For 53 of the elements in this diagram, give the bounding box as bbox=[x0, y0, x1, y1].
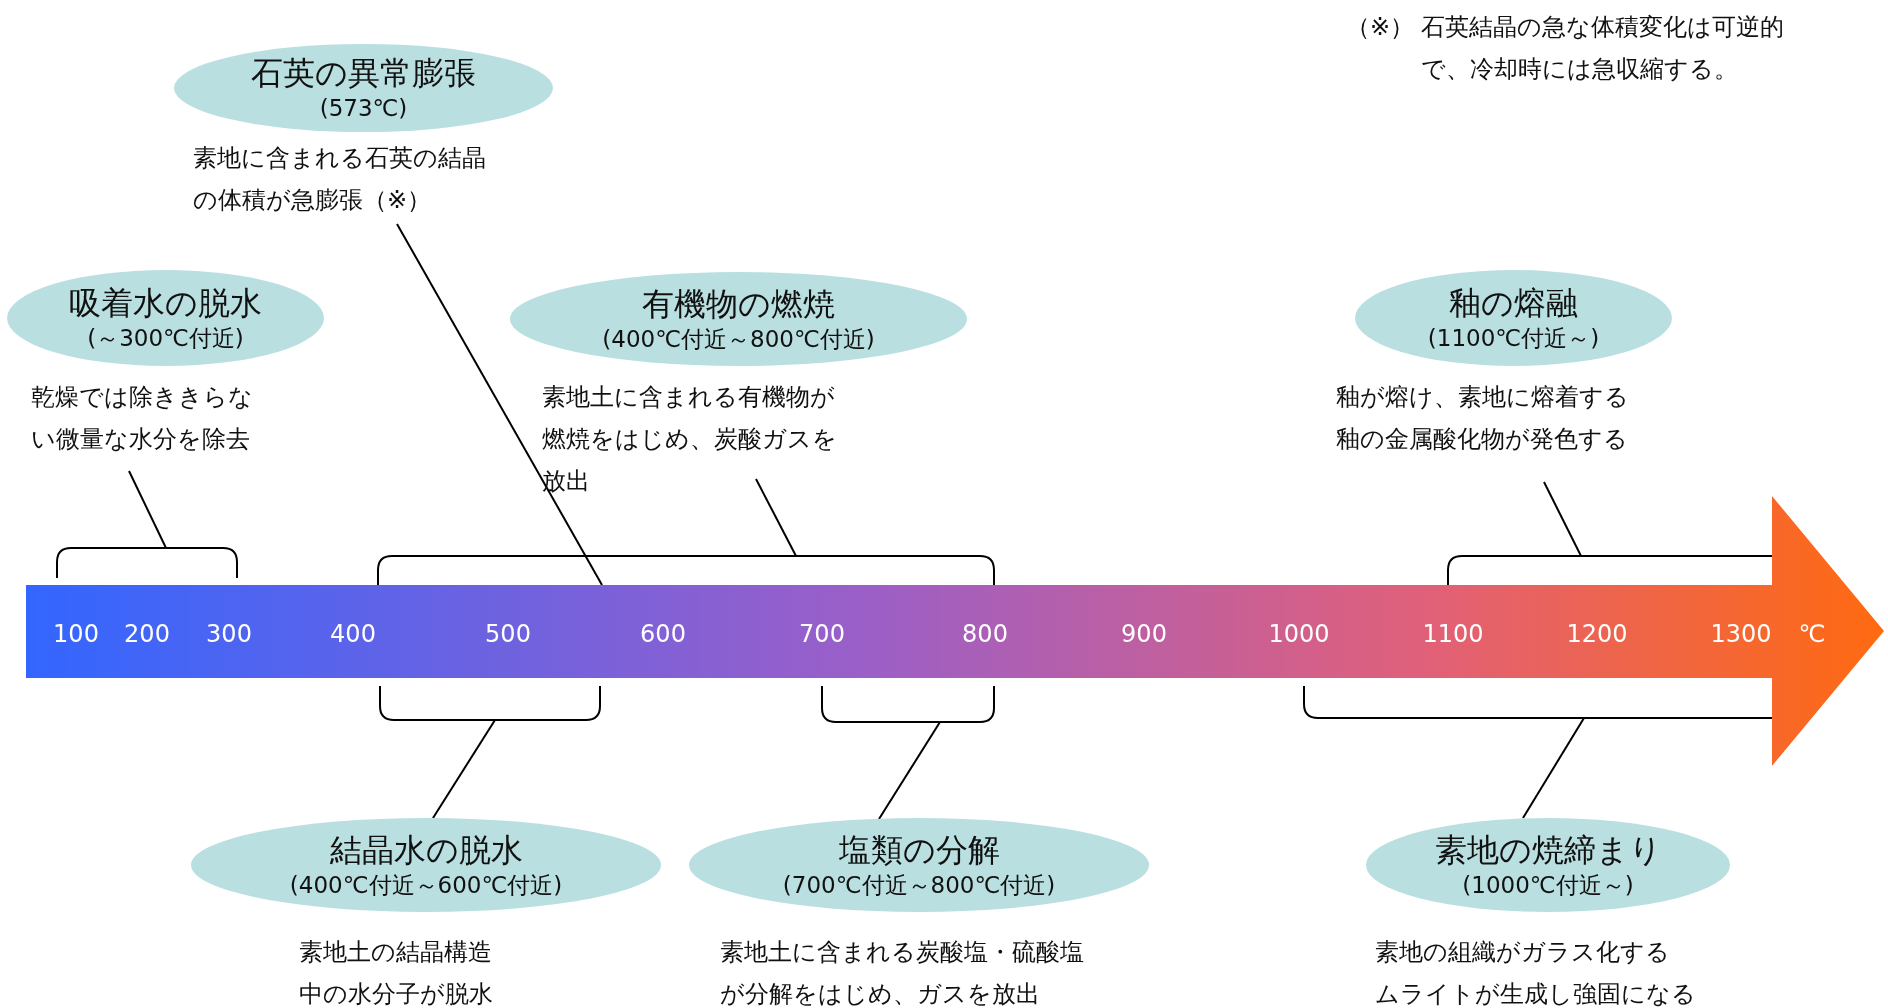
description-text: 釉の金属酸化物が発色する bbox=[1336, 424, 1629, 455]
temperature-range: (1100℃付近～) bbox=[1427, 324, 1600, 353]
temperature-range: (400℃付近～800℃付近) bbox=[602, 325, 875, 354]
stage-title: 素地の焼締まり bbox=[1434, 830, 1662, 870]
bracket bbox=[1304, 686, 1772, 718]
bracket bbox=[378, 556, 994, 585]
description-text: 素地土に含まれる炭酸塩・硫酸塩が分解をはじめ、ガスを放出 bbox=[720, 931, 1085, 1008]
bracket bbox=[822, 686, 994, 722]
note-text: 石英結晶の急な体積変化は可逆的で、冷却時には急収縮する。 bbox=[1421, 12, 1785, 85]
description-text: 素地の組織がガラス化する bbox=[1375, 937, 1671, 968]
tick-label: 300 bbox=[206, 620, 252, 648]
temperature-range: (1000℃付近～) bbox=[1462, 871, 1634, 900]
stage-title: 塩類の分解 bbox=[838, 830, 1000, 870]
note-mark: （※） bbox=[1346, 12, 1416, 43]
leader-line bbox=[878, 721, 941, 820]
tick-label: 800 bbox=[962, 620, 1008, 648]
tick-label: 1000 bbox=[1268, 620, 1330, 648]
leader-line bbox=[396, 223, 603, 586]
stage-title: 石英の異常膨張 bbox=[251, 53, 476, 93]
unit-label: ℃ bbox=[1798, 620, 1826, 648]
leader-line bbox=[128, 470, 167, 549]
tick-label: 1100 bbox=[1422, 620, 1484, 648]
description-text: 乾燥では除ききらない微量な水分を除去 bbox=[31, 376, 271, 460]
bracket bbox=[380, 686, 600, 720]
tick-label: 400 bbox=[330, 620, 376, 648]
tick-label: 600 bbox=[640, 620, 686, 648]
description-text: 素地土に含まれる有機物が燃焼をはじめ、炭酸ガスを放出 bbox=[542, 376, 852, 502]
tick-label: 500 bbox=[485, 620, 531, 648]
tick-label: 1200 bbox=[1566, 620, 1628, 648]
description-text: 素地に含まれる石英の結晶の体積が急膨張（※） bbox=[193, 137, 493, 221]
stage-title: 釉の熔融 bbox=[1449, 283, 1578, 323]
leader-line bbox=[1543, 481, 1582, 557]
description-text: 素地土の結晶構造中の水分子が脱水 bbox=[299, 931, 507, 1008]
leader-line bbox=[755, 478, 797, 557]
temperature-arrow bbox=[26, 496, 1884, 766]
bracket bbox=[1448, 556, 1772, 585]
temperature-range: (400℃付近～600℃付近) bbox=[289, 871, 563, 900]
stage-title: 吸着水の脱水 bbox=[69, 283, 262, 323]
temperature-range: (～300℃付近) bbox=[87, 324, 244, 353]
tick-label: 700 bbox=[799, 620, 845, 648]
description-text: 釉が熔け、素地に熔着する bbox=[1336, 382, 1630, 413]
description-text: ムライトが生成し強固になる bbox=[1375, 979, 1697, 1008]
temperature-range: (573℃) bbox=[319, 94, 408, 123]
stage-title: 結晶水の脱水 bbox=[329, 830, 523, 870]
tick-label: 900 bbox=[1121, 620, 1167, 648]
tick-label: 100 bbox=[53, 620, 99, 648]
leader-line bbox=[432, 719, 496, 819]
temperature-range: (700℃付近～800℃付近) bbox=[782, 871, 1056, 900]
stage-title: 有機物の燃焼 bbox=[642, 284, 835, 324]
tick-label: 1300 bbox=[1710, 620, 1772, 648]
leader-line bbox=[1522, 717, 1585, 819]
tick-label: 200 bbox=[124, 620, 170, 648]
bracket bbox=[57, 548, 237, 578]
